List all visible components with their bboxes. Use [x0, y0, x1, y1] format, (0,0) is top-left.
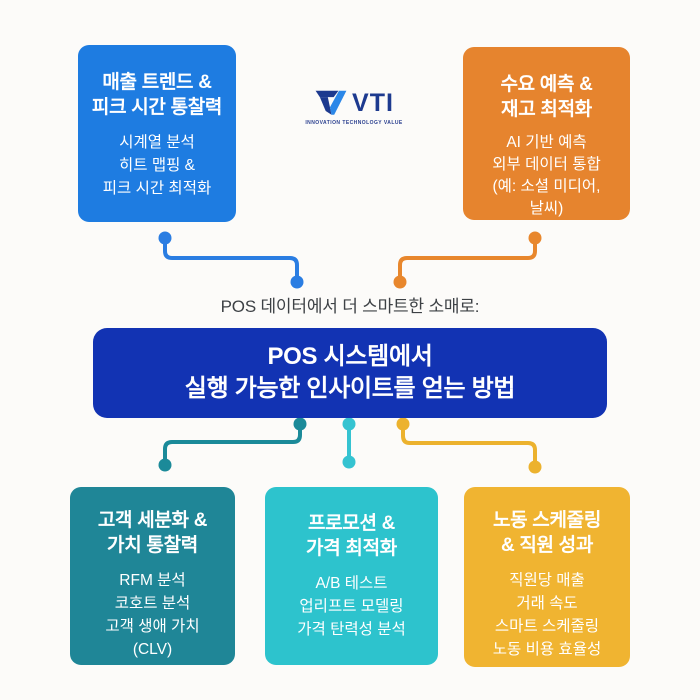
card-item: A/B 테스트: [315, 575, 388, 592]
card-item: 외부 데이터 통합: [492, 156, 601, 173]
card-items: RFM 분석 코호트 분석 고객 생애 가치 (CLV): [70, 569, 235, 661]
card-item: 피크 시간 최적화: [102, 180, 212, 197]
card-items: A/B 테스트 업리프트 모델링 가격 탄력성 분석: [265, 572, 438, 641]
connector-orange: [393, 231, 542, 289]
card-title-line: & 직원 성과: [500, 535, 594, 556]
card-promotion-pricing: 프로모션 & 가격 최적화 A/B 테스트 업리프트 모델링 가격 탄력성 분석: [265, 487, 438, 665]
card-item: 가격 탄력성 분석: [297, 621, 406, 638]
logo-tagline: INNOVATION TECHNOLOGY VALUE: [305, 120, 403, 126]
card-title-line: 고객 세분화 &: [97, 510, 208, 531]
connector-turquoise: [342, 417, 356, 469]
card-items: 직원당 매출 거래 속도 스마트 스케줄링 노동 비용 효율성: [464, 569, 630, 661]
card-item: 직원당 매출: [509, 572, 585, 589]
card-item: 고객 생애 가치: [105, 618, 200, 635]
vti-v-mark-icon: [315, 90, 347, 115]
connector-yellow: [396, 417, 542, 474]
banner-title-line: POS 시스템에서: [267, 343, 433, 370]
card-item: RFM 분석: [119, 572, 186, 589]
connector-teal: [158, 417, 307, 472]
card-item: 히트 맵핑 &: [119, 157, 195, 174]
card-item: 노동 비용 효율성: [492, 641, 602, 658]
card-title: 프로모션 & 가격 최적화: [265, 511, 438, 561]
card-item: 거래 속도: [516, 595, 578, 612]
card-sales-trends: 매출 트렌드 & 피크 시간 통찰력 시계열 분석 히트 맵핑 & 피크 시간 …: [78, 45, 236, 222]
card-item: 시계열 분석: [119, 134, 195, 151]
banner-title-line: 실행 가능한 인사이트를 얻는 방법: [184, 375, 516, 402]
card-customer-segmentation: 고객 세분화 & 가치 통찰력 RFM 분석 코호트 분석 고객 생애 가치 (…: [70, 487, 235, 665]
vti-logo: VTI INNOVATION TECHNOLOGY VALUE: [305, 88, 403, 127]
card-labor-scheduling: 노동 스케줄링 & 직원 성과 직원당 매출 거래 속도 스마트 스케줄링 노동…: [464, 487, 630, 667]
card-item: 업리프트 모델링: [299, 598, 404, 615]
connector-blue: [158, 231, 304, 289]
card-item: AI 기반 예측: [506, 134, 587, 151]
card-items: 시계열 분석 히트 맵핑 & 피크 시간 최적화: [78, 131, 236, 200]
card-title-line: 수요 예측 &: [500, 74, 593, 95]
card-demand-forecast: 수요 예측 & 재고 최적화 AI 기반 예측 외부 데이터 통합 (예: 소셜…: [463, 47, 630, 220]
card-item: 코호트 분석: [114, 595, 191, 612]
card-title-line: 가격 최적화: [306, 538, 397, 559]
card-title: 노동 스케줄링 & 직원 성과: [464, 508, 630, 558]
card-title: 고객 세분화 & 가치 통찰력: [70, 508, 235, 558]
card-title-line: 프로모션 &: [307, 513, 396, 534]
intro-label: POS 데이터에서 더 스마트한 소매로:: [220, 297, 480, 316]
card-title: 매출 트렌드 & 피크 시간 통찰력: [78, 70, 236, 120]
logo-wordmark: VTI: [352, 88, 394, 117]
card-item: 날씨): [529, 200, 564, 217]
card-title: 수요 예측 & 재고 최적화: [463, 72, 630, 122]
card-title-line: 가치 통찰력: [107, 535, 198, 556]
card-item: (예: 소셜 미디어,: [492, 178, 601, 195]
card-items: AI 기반 예측 외부 데이터 통합 (예: 소셜 미디어, 날씨): [463, 132, 630, 220]
card-title-line: 매출 트렌드 &: [102, 72, 212, 93]
card-title-line: 재고 최적화: [501, 99, 592, 120]
card-item: 스마트 스케줄링: [494, 618, 600, 635]
main-banner: POS 시스템에서 실행 가능한 인사이트를 얻는 방법: [93, 328, 607, 418]
card-title-line: 피크 시간 통찰력: [91, 97, 223, 118]
card-item: (CLV): [132, 641, 173, 658]
card-title-line: 노동 스케줄링: [492, 510, 602, 531]
